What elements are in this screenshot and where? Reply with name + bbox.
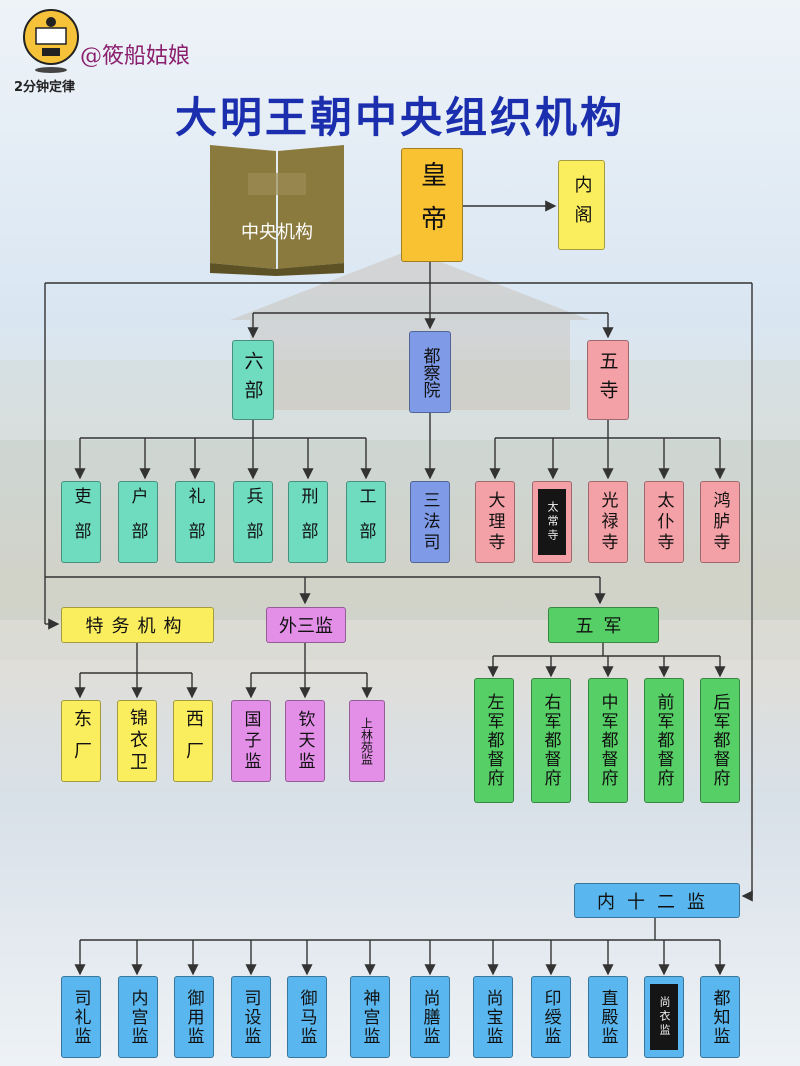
node-court-dali: 大理寺: [475, 481, 515, 563]
node-imperial-park: 上林苑监: [349, 700, 385, 782]
node-astronomy-bureau: 钦天监: [285, 700, 325, 782]
node-emperor: 皇帝: [401, 148, 463, 262]
node-five-courts: 五寺: [587, 340, 629, 420]
node-inner-unit-6: 神宫监: [350, 976, 390, 1058]
node-front-army: 前军都督府: [644, 678, 684, 803]
node-three-judicial: 三法司: [410, 481, 450, 563]
node-court-guanglu: 光禄寺: [588, 481, 628, 563]
node-inner-unit-4: 司设监: [231, 976, 271, 1058]
node-imperial-academy: 国子监: [231, 700, 271, 782]
node-inner-twelve: 内十二监: [574, 883, 740, 918]
node-inner-unit-5: 御马监: [287, 976, 327, 1058]
brand-name: 2分钟定律: [14, 80, 76, 95]
node-inner-unit-9: 印绶监: [531, 976, 571, 1058]
node-court-taichang: 太常寺: [538, 489, 566, 555]
node-six-ministries: 六部: [232, 340, 274, 420]
node-secret-service: 特务机构: [61, 607, 214, 643]
node-right-army: 右军都督府: [531, 678, 571, 803]
node-central-army: 中军都督府: [588, 678, 628, 803]
node-west-depot: 西厂: [173, 700, 213, 782]
brand-logo-icon: [23, 9, 79, 73]
node-censorate: 都察院: [409, 331, 451, 413]
central-institutions-label: 中央机构: [241, 222, 313, 243]
node-east-depot: 东厂: [61, 700, 101, 782]
node-ministry-justice: 刑部: [288, 481, 328, 563]
node-rear-army: 后军都督府: [700, 678, 740, 803]
node-inner-unit-2: 内宫监: [118, 976, 158, 1058]
node-court-taichang-frame: 太常寺: [532, 481, 572, 563]
node-cabinet: 内阁: [558, 160, 605, 250]
node-embroidered-guard: 锦衣卫: [117, 700, 157, 782]
node-ministry-works: 工部: [346, 481, 386, 563]
node-inner-unit-1: 司礼监: [61, 976, 101, 1058]
node-five-armies: 五军: [548, 607, 659, 643]
node-court-honglu: 鸿胪寺: [700, 481, 740, 563]
node-inner-unit-10: 直殿监: [588, 976, 628, 1058]
node-ministry-revenue: 户部: [118, 481, 158, 563]
node-inner-unit-3: 御用监: [174, 976, 214, 1058]
node-outer-three: 外三监: [266, 607, 346, 643]
node-ministry-rites: 礼部: [175, 481, 215, 563]
author-handle: @筱船姑娘: [80, 44, 191, 69]
node-left-army: 左军都督府: [474, 678, 514, 803]
node-inner-unit-7: 尚膳监: [410, 976, 450, 1058]
node-inner-unit-11-frame: 尚衣监: [644, 976, 684, 1058]
node-ministry-personnel: 吏部: [61, 481, 101, 563]
node-inner-unit-8: 尚宝监: [473, 976, 513, 1058]
node-inner-unit-11: 尚衣监: [650, 984, 678, 1050]
node-inner-unit-12: 都知监: [700, 976, 740, 1058]
page-title: 大明王朝中央组织机构: [174, 93, 625, 142]
book-icon: [210, 145, 344, 276]
node-court-taipu: 太仆寺: [644, 481, 684, 563]
node-ministry-war: 兵部: [233, 481, 273, 563]
